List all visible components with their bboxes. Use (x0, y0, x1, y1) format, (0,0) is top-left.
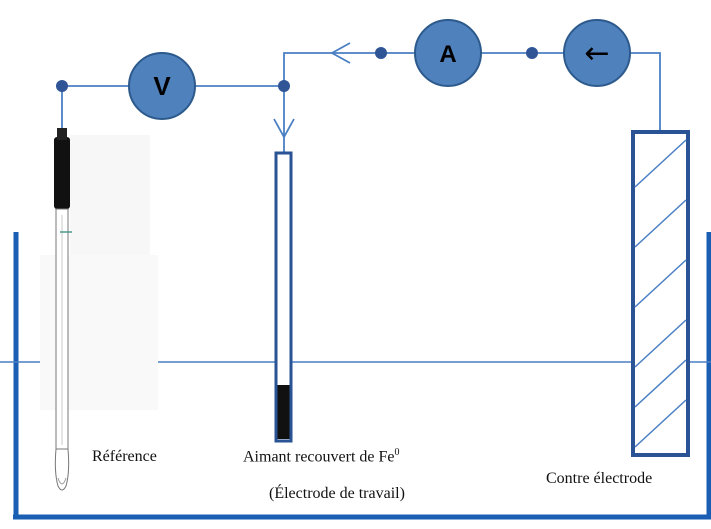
voltmeter-symbol: V (153, 71, 171, 101)
reference-label: Référence (92, 448, 157, 465)
magnet (277, 385, 290, 439)
current-source: ← (563, 19, 631, 87)
current-source-body (563, 19, 631, 87)
wire-reference (61, 85, 130, 137)
working-electrode-tube (274, 151, 293, 443)
working-electrode-sublabel: (Électrode de travail) (269, 485, 405, 502)
current-arrow-left (330, 42, 351, 64)
wire-top-left (283, 52, 415, 86)
reference-cap (54, 137, 70, 209)
counter-electrode-hatching (634, 139, 687, 448)
junction-node (375, 47, 387, 59)
ammeter-body (414, 19, 482, 87)
junction-node (56, 80, 68, 92)
working-electrode-label: Aimant recouvert de Fe0 (243, 447, 400, 466)
working-electrode (274, 151, 293, 443)
counter-electrode (631, 130, 690, 457)
left-arrow-icon: ← (584, 36, 609, 71)
current-arrow-down (273, 118, 295, 139)
voltmeter-body (128, 52, 196, 120)
reference-connector (57, 128, 67, 140)
reference-photo-backdrop (70, 135, 150, 259)
ammeter: A (414, 19, 482, 87)
reference-electrode (40, 128, 158, 491)
reference-tip (57, 477, 67, 485)
voltmeter: V (128, 52, 196, 120)
junction-node (526, 47, 538, 59)
wire-counter-electrode (630, 52, 661, 132)
ammeter-symbol: A (439, 41, 456, 68)
junction-node (278, 80, 290, 92)
working-electrode-label-text: Aimant recouvert de Fe (243, 448, 395, 466)
working-electrode-label-superscript: 0 (394, 447, 400, 458)
counter-electrode-label: Contre électrode (546, 470, 653, 487)
electrolyte-tank (13, 232, 711, 520)
